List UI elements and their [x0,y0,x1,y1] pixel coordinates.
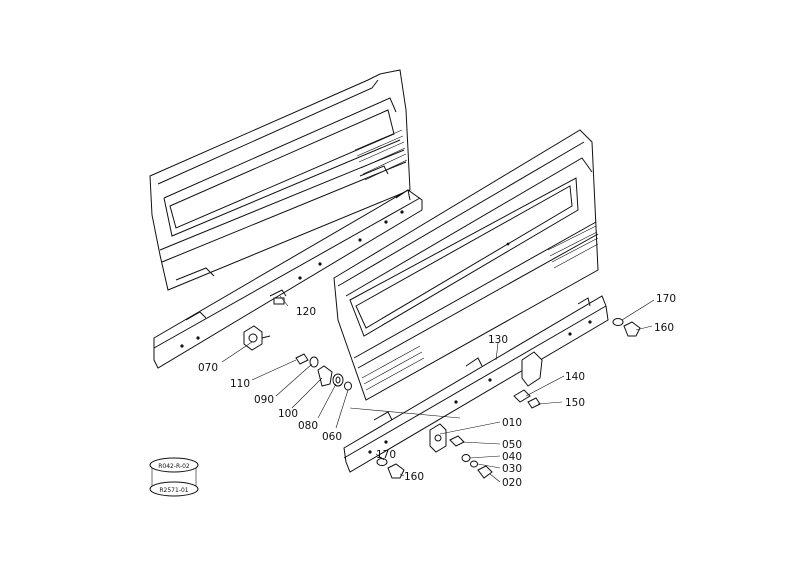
callout-110: 110 [230,378,250,390]
stamp-top-code: R042-R-02 [158,463,190,470]
lower-hinge-strip [343,295,609,473]
callout-090: 090 [254,394,274,406]
bracket-part-140 [513,389,531,403]
callout-080: 080 [298,420,318,432]
nut-part-060 [344,381,352,391]
spring-part-080 [332,373,344,387]
pin-part-050 [449,435,465,447]
upper-door-panel [149,69,411,291]
washer-part-040 [461,454,471,462]
bolt-part-020 [477,465,493,479]
part-callouts: 120 130 070 110 090 100 080 060 170 160 … [198,293,676,489]
callout-040: 040 [502,451,522,463]
upper-hinge-strip [153,189,423,369]
callout-020: 020 [502,477,522,489]
callout-150: 150 [565,397,585,409]
leader-lines [221,295,655,483]
callout-060: 060 [322,431,342,443]
callout-160-left: 160 [404,471,424,483]
callout-120: 120 [296,306,316,318]
bolt-part-160-right [623,321,641,337]
catch-part-100 [317,365,333,387]
latch-part-010 [429,423,447,453]
callout-030: 030 [502,463,522,475]
callout-130: 130 [488,334,508,346]
callout-010: 010 [502,417,522,429]
striker-part-070 [243,325,271,351]
callout-170-left: 170 [376,449,396,461]
reference-stamp: R042-R-02 R2571-01 [149,457,199,497]
bolt-part-110 [295,353,309,365]
stamp-bottom-code: R2571-01 [159,487,188,494]
callout-160-right: 160 [654,322,674,334]
lower-door-panel [333,129,599,401]
washer-part-170-right [612,318,624,326]
callout-140: 140 [565,371,585,383]
callout-070: 070 [198,362,218,374]
callout-170-right: 170 [656,293,676,305]
callout-050: 050 [502,439,522,451]
nut-part-030 [470,460,478,468]
washer-part-090 [309,356,319,368]
callout-100: 100 [278,408,298,420]
lower-panel-ribs [361,225,599,391]
bolt-part-160-left [387,463,405,479]
screw-part-150 [527,397,541,409]
